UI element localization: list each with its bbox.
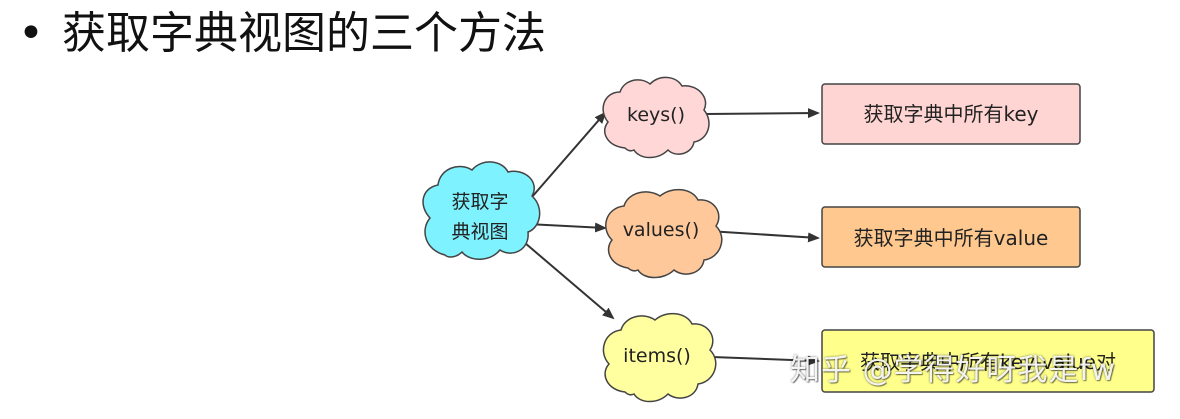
arrow-root-to-keys <box>524 111 607 206</box>
slide-title-text: 获取字典视图的三个方法 <box>61 8 546 59</box>
root-cloud: 获取字 典视图 <box>422 161 541 260</box>
arrow-root-to-values <box>526 222 607 233</box>
values-result-box: 获取字典中所有value <box>821 206 1081 268</box>
keys-cloud: keys() <box>602 76 710 159</box>
values-result-rect <box>821 206 1081 268</box>
arrow-values-to-box <box>707 230 820 243</box>
root-cloud-shape <box>422 161 541 260</box>
values-cloud: values() <box>605 188 723 279</box>
values-cloud-shape <box>605 188 723 279</box>
root-label-line2: 典视图 <box>451 221 508 243</box>
root-label-line1: 获取字 <box>451 191 508 213</box>
values-result-text: 获取字典中所有value <box>854 226 1049 250</box>
keys-result-text: 获取字典中所有key <box>863 102 1038 126</box>
values-label: values() <box>623 219 700 241</box>
keys-result-box: 获取字典中所有key <box>821 83 1081 145</box>
arrow-keys-to-box <box>704 108 820 119</box>
keys-cloud-shape <box>602 76 710 159</box>
items-cloud-shape <box>602 312 717 403</box>
keys-result-rect <box>821 83 1081 145</box>
slide-title: • 获取字典视图的三个方法 <box>18 2 546 66</box>
items-result-box: 获取字典中所有key-value对 <box>821 329 1155 393</box>
items-label: items() <box>623 345 691 367</box>
keys-label: keys() <box>627 104 685 126</box>
items-cloud: items() <box>602 312 717 403</box>
items-result-text: 获取字典中所有key-value对 <box>860 350 1116 374</box>
arrow-items-to-box <box>711 355 820 366</box>
bullet-icon: • <box>18 8 44 59</box>
arrow-root-to-items <box>524 242 615 320</box>
items-result-rect <box>821 329 1155 393</box>
